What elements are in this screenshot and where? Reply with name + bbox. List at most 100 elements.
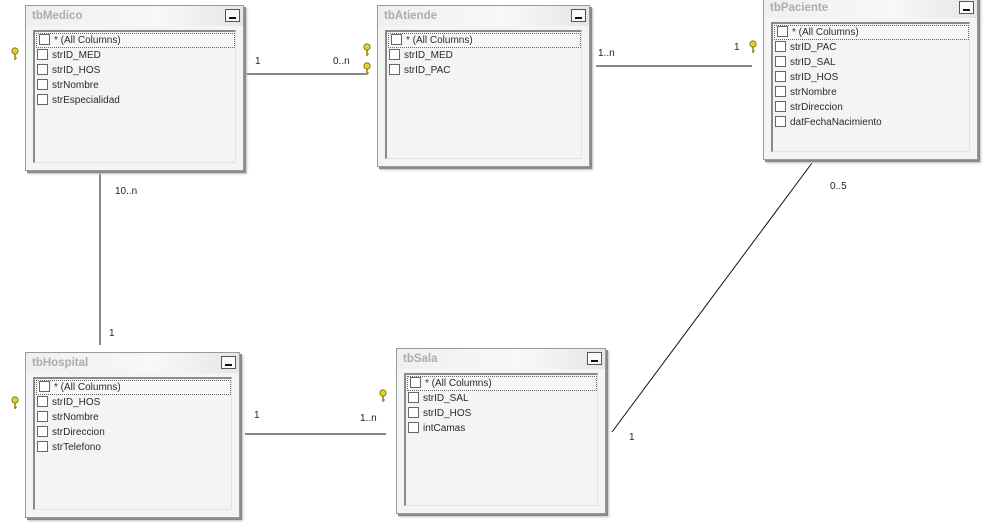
column-list: * (All Columns) strID_MED strID_HOS strN…: [33, 30, 236, 163]
checkbox[interactable]: [37, 396, 48, 407]
checkbox[interactable]: [777, 26, 788, 37]
checkbox[interactable]: [389, 64, 400, 75]
checkbox[interactable]: [37, 79, 48, 90]
minimize-button[interactable]: [959, 1, 974, 14]
checkbox[interactable]: [37, 426, 48, 437]
column-row[interactable]: intCamas: [406, 421, 597, 436]
checkbox[interactable]: [39, 34, 50, 45]
checkbox[interactable]: [775, 56, 786, 67]
table-title-bar[interactable]: tbPaciente: [764, 0, 977, 18]
column-label: strID_HOS: [423, 408, 472, 419]
checkbox[interactable]: [37, 441, 48, 452]
column-list: * (All Columns) strID_PAC strID_SAL strI…: [771, 22, 970, 152]
column-label: * (All Columns): [425, 378, 492, 389]
minimize-button[interactable]: [221, 356, 236, 369]
table-title: tbPaciente: [770, 2, 829, 14]
column-row[interactable]: strID_PAC: [387, 63, 581, 78]
table-title-bar[interactable]: tbHospital: [26, 353, 239, 373]
checkbox[interactable]: [39, 381, 50, 392]
table-tbpaciente[interactable]: tbPaciente * (All Columns) strID_PAC str…: [763, 0, 978, 160]
column-row-all[interactable]: * (All Columns): [388, 33, 581, 48]
column-row[interactable]: strID_MED: [35, 48, 235, 63]
column-label: strID_HOS: [52, 397, 101, 408]
table-title-bar[interactable]: tbSala: [397, 349, 605, 369]
column-row[interactable]: strNombre: [35, 78, 235, 93]
column-row-all[interactable]: * (All Columns): [36, 380, 231, 395]
column-label: strNombre: [52, 80, 99, 91]
column-row[interactable]: strDireccion: [773, 100, 969, 115]
column-row[interactable]: strID_SAL: [406, 391, 597, 406]
column-row[interactable]: strNombre: [35, 410, 231, 425]
table-title-bar[interactable]: tbMedico: [26, 6, 243, 26]
key-icon: [363, 62, 371, 75]
column-label: strID_SAL: [790, 57, 836, 68]
column-label: strNombre: [52, 412, 99, 423]
minimize-button[interactable]: [225, 9, 240, 22]
table-title: tbAtiende: [384, 10, 438, 22]
checkbox[interactable]: [389, 49, 400, 60]
checkbox[interactable]: [37, 94, 48, 105]
table-tbatiende[interactable]: tbAtiende * (All Columns) strID_MED strI…: [377, 5, 590, 167]
column-label: strID_HOS: [52, 65, 101, 76]
minimize-button[interactable]: [571, 9, 586, 22]
column-label: strID_PAC: [790, 42, 837, 53]
checkbox[interactable]: [37, 49, 48, 60]
checkbox[interactable]: [391, 34, 402, 45]
cardinality-label: 10..n: [115, 186, 138, 197]
cardinality-label: 1..n: [598, 48, 615, 59]
column-row[interactable]: strTelefono: [35, 440, 231, 455]
column-label: strID_MED: [404, 50, 453, 61]
checkbox[interactable]: [775, 116, 786, 127]
key-icon: [379, 389, 387, 402]
column-row[interactable]: strID_MED: [387, 48, 581, 63]
key-icon: [749, 40, 757, 53]
cardinality-label: 1: [255, 56, 261, 67]
column-row[interactable]: datFechaNacimiento: [773, 115, 969, 130]
key-icon: [363, 43, 371, 56]
cardinality-label: 1..n: [360, 413, 377, 424]
column-row[interactable]: strID_PAC: [773, 40, 969, 55]
checkbox[interactable]: [408, 422, 419, 433]
column-row-all[interactable]: * (All Columns): [407, 376, 597, 391]
checkbox[interactable]: [775, 86, 786, 97]
checkbox[interactable]: [775, 71, 786, 82]
column-row[interactable]: strID_SAL: [773, 55, 969, 70]
checkbox[interactable]: [775, 41, 786, 52]
table-tbsala[interactable]: tbSala * (All Columns) strID_SAL strID_H…: [396, 348, 606, 514]
cardinality-label: 0..n: [333, 56, 350, 67]
column-label: intCamas: [423, 423, 466, 434]
checkbox[interactable]: [408, 392, 419, 403]
column-row[interactable]: strID_HOS: [35, 63, 235, 78]
table-title: tbHospital: [32, 357, 89, 369]
table-tbhospital[interactable]: tbHospital * (All Columns) strID_HOS str…: [25, 352, 240, 518]
column-row-all[interactable]: * (All Columns): [774, 25, 969, 40]
column-label: strID_HOS: [790, 72, 839, 83]
checkbox[interactable]: [410, 377, 421, 388]
column-row[interactable]: strNombre: [773, 85, 969, 100]
checkbox[interactable]: [775, 101, 786, 112]
column-label: strDireccion: [790, 102, 843, 113]
checkbox[interactable]: [408, 407, 419, 418]
column-label: * (All Columns): [54, 382, 121, 393]
table-title-bar[interactable]: tbAtiende: [378, 6, 589, 26]
column-row[interactable]: strDireccion: [35, 425, 231, 440]
checkbox[interactable]: [37, 64, 48, 75]
column-label: * (All Columns): [54, 35, 121, 46]
column-row[interactable]: strID_HOS: [773, 70, 969, 85]
column-row-all[interactable]: * (All Columns): [36, 33, 235, 48]
rel-line-paciente-sala: [611, 162, 813, 433]
key-icon: [11, 47, 19, 60]
column-row[interactable]: strID_HOS: [35, 395, 231, 410]
column-row[interactable]: strEspecialidad: [35, 93, 235, 108]
column-row[interactable]: strID_HOS: [406, 406, 597, 421]
column-list: * (All Columns) strID_SAL strID_HOS intC…: [404, 373, 598, 506]
cardinality-label: 1: [629, 432, 635, 443]
column-label: * (All Columns): [792, 27, 859, 38]
checkbox[interactable]: [37, 411, 48, 422]
column-label: strNombre: [790, 87, 837, 98]
column-label: strTelefono: [52, 442, 101, 453]
minimize-button[interactable]: [587, 352, 602, 365]
table-tbmedico[interactable]: tbMedico * (All Columns) strID_MED strID…: [25, 5, 244, 171]
column-label: strID_MED: [52, 50, 101, 61]
